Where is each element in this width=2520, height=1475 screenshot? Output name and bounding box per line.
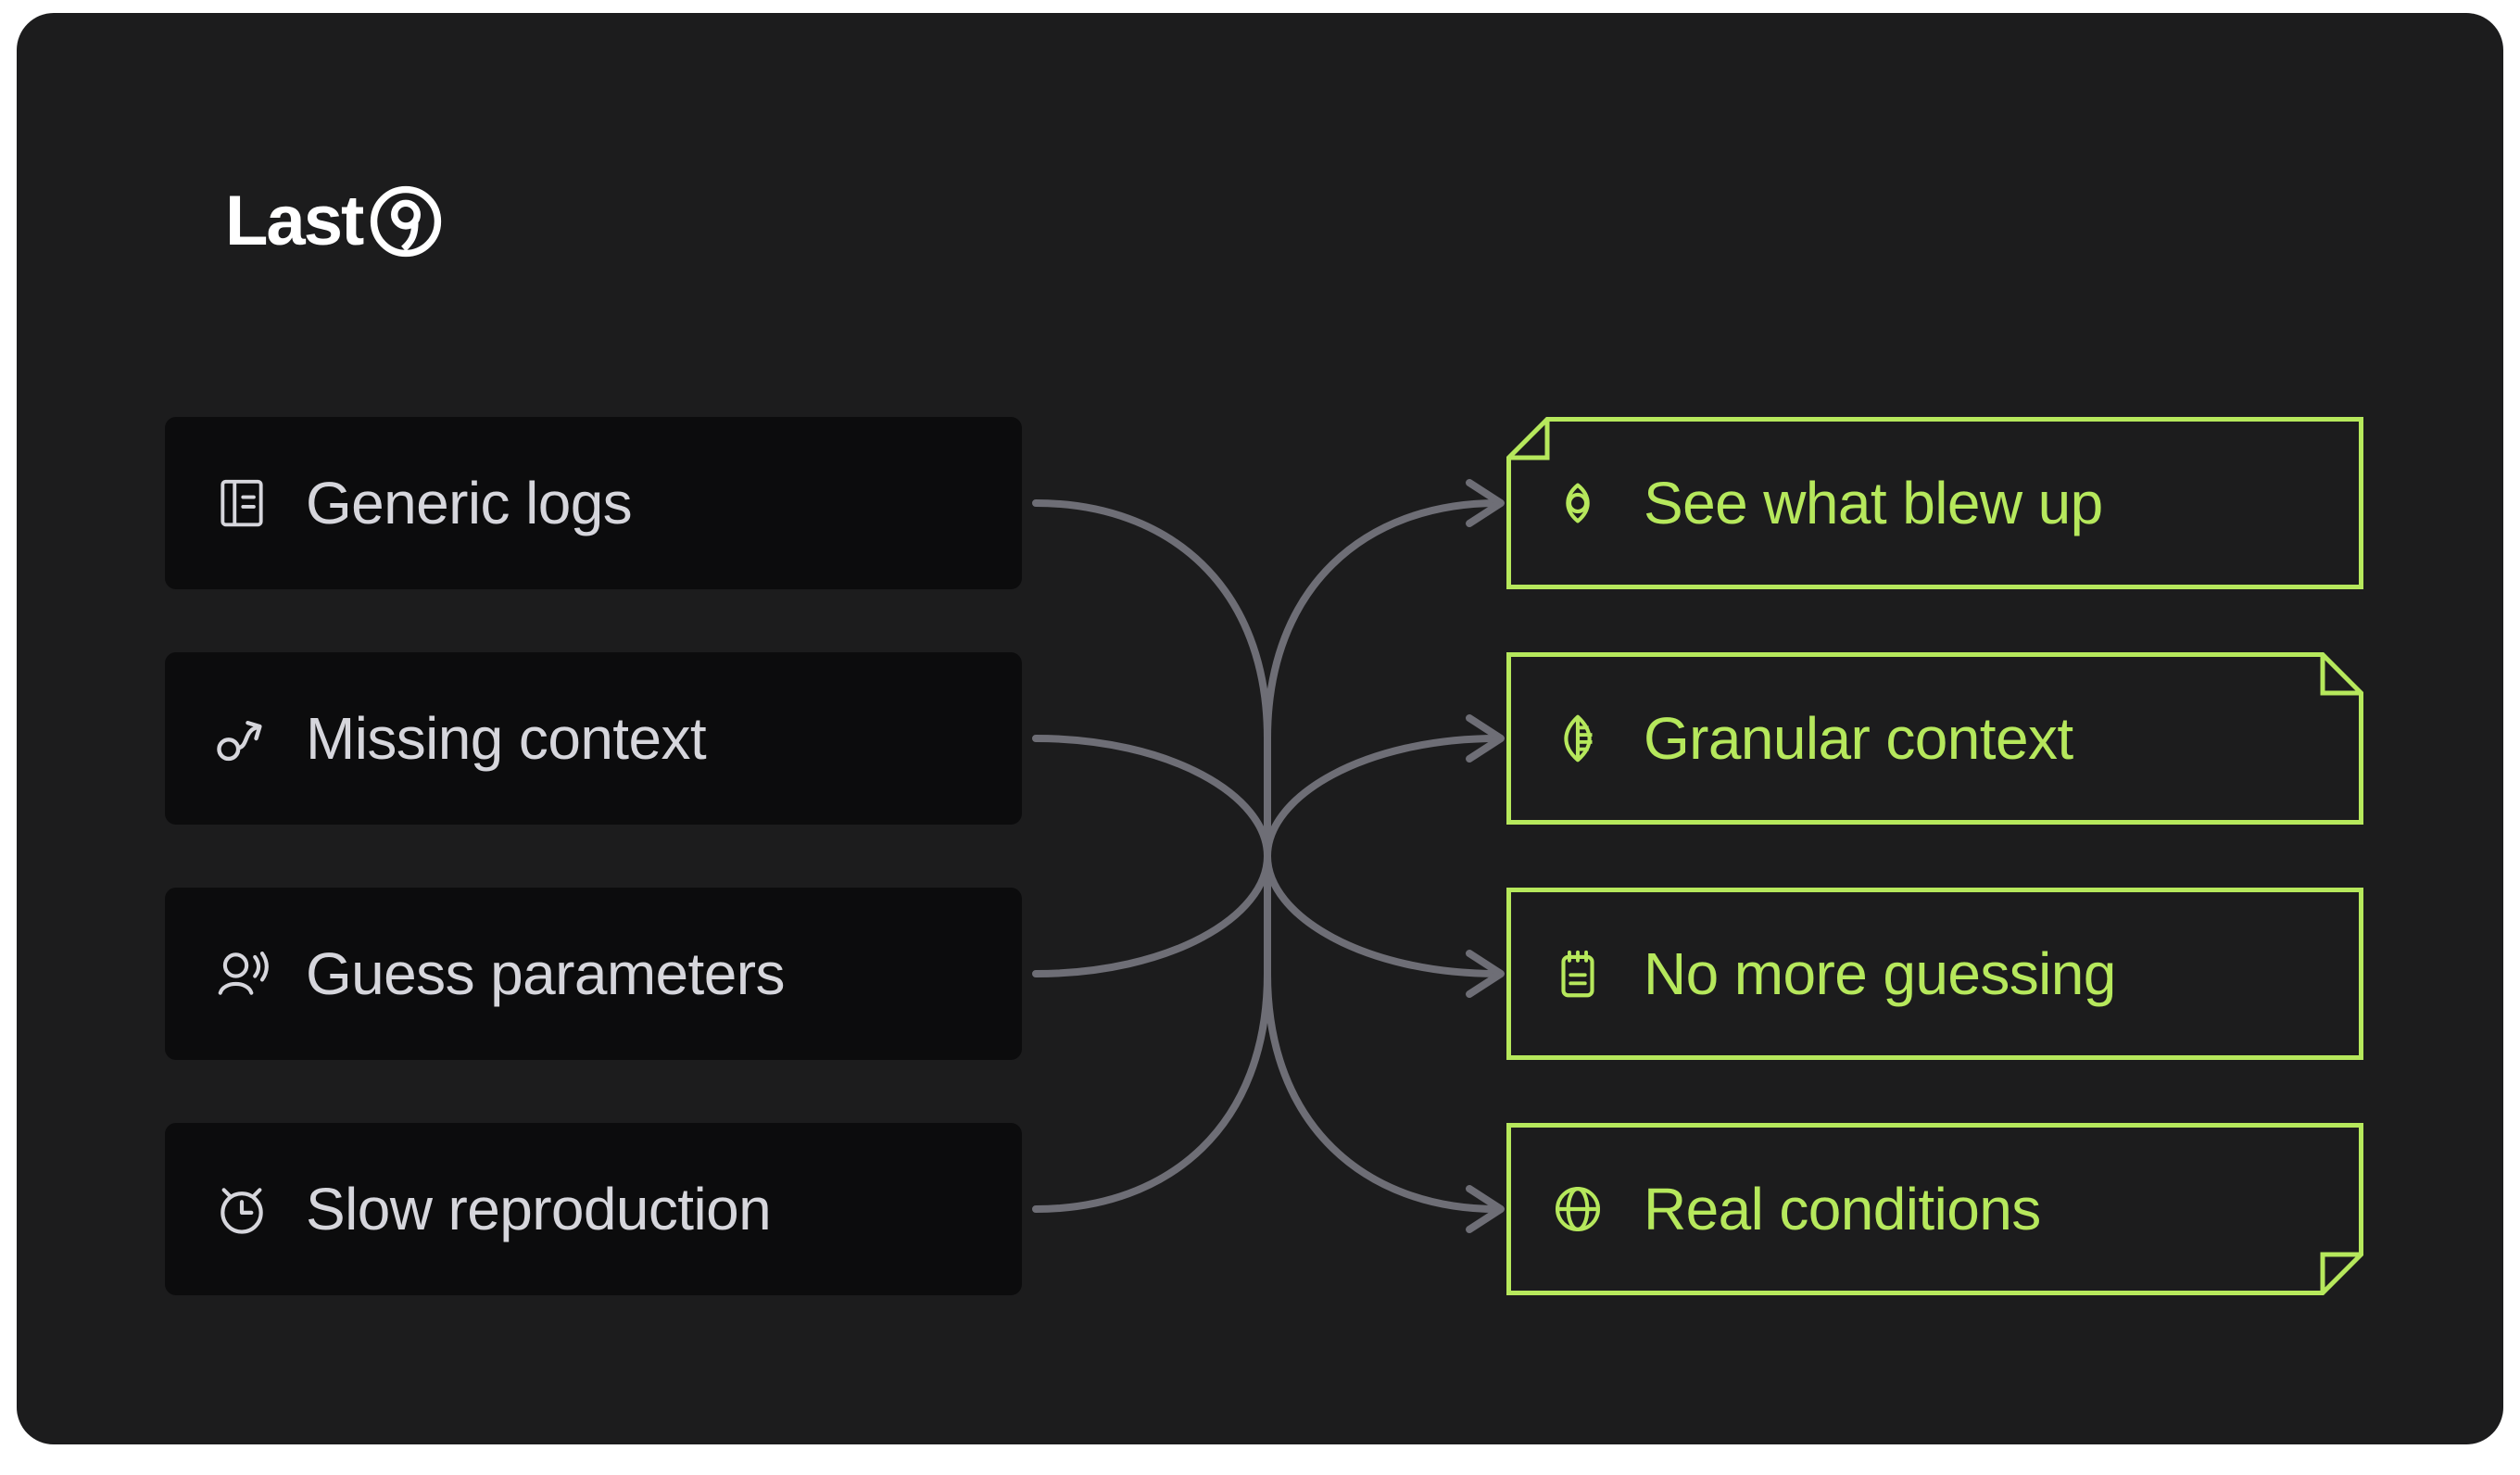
dark-panel: Last bbox=[17, 13, 2503, 1444]
globe-icon bbox=[1555, 1186, 1601, 1232]
outcome-card-frame-notch-top-left bbox=[1506, 417, 2363, 589]
arrow-head-icon bbox=[1469, 718, 1501, 759]
outcomes-column: See what blew up bbox=[1506, 417, 2363, 1358]
outcome-label: No more guessing bbox=[1644, 940, 2116, 1007]
outcome-card-frame-notch-top-right bbox=[1506, 652, 2363, 825]
outcome-card-real-conditions[interactable]: Real conditions bbox=[1506, 1123, 2363, 1295]
problem-label: Guess parameters bbox=[306, 940, 785, 1007]
arrow-head-icon bbox=[1469, 1189, 1501, 1229]
outcome-card-see-what-blew-up[interactable]: See what blew up bbox=[1506, 417, 2363, 589]
problem-card-generic-logs[interactable]: Generic logs bbox=[165, 417, 1022, 589]
outcome-card-frame-notch-bottom-right bbox=[1506, 1123, 2363, 1295]
problem-label: Missing context bbox=[306, 705, 707, 772]
notebook-lines-icon bbox=[220, 479, 263, 527]
problem-card-missing-context[interactable]: Missing context bbox=[165, 652, 1022, 825]
brand-wordmark: Last bbox=[225, 182, 364, 260]
problem-card-slow-reproduction[interactable]: Slow reproduction bbox=[165, 1123, 1022, 1295]
arrow-head-icon bbox=[1469, 953, 1501, 994]
problem-label: Generic logs bbox=[306, 470, 633, 536]
arrow-head-group bbox=[1469, 483, 1501, 1229]
outcome-card-frame-plain bbox=[1506, 888, 2363, 1060]
person-speaking-icon bbox=[218, 951, 269, 995]
outcome-label: Granular context bbox=[1644, 705, 2073, 772]
problem-card-guess-parameters[interactable]: Guess parameters bbox=[165, 888, 1022, 1060]
squiggle-arrow-icon bbox=[217, 721, 262, 762]
nine-circle-logo-icon bbox=[371, 185, 442, 258]
outcome-card-granular-context[interactable]: Granular context bbox=[1506, 652, 2363, 825]
notepad-icon bbox=[1561, 950, 1594, 998]
eye-icon bbox=[1566, 483, 1590, 523]
problems-column: Generic logs Missing context bbox=[165, 417, 1022, 1358]
alarm-clock-icon bbox=[220, 1188, 263, 1234]
outcome-label: See what blew up bbox=[1644, 470, 2103, 536]
outcome-label: Real conditions bbox=[1644, 1176, 2041, 1242]
flow-stage: Generic logs Missing context bbox=[17, 13, 2503, 1444]
arrow-head-icon bbox=[1469, 483, 1501, 523]
problem-label: Slow reproduction bbox=[306, 1176, 772, 1242]
brand-logo[interactable]: Last bbox=[225, 184, 444, 258]
outcome-card-no-more-guessing[interactable]: No more guessing bbox=[1506, 888, 2363, 1060]
striped-leaf-icon bbox=[1564, 714, 1593, 763]
